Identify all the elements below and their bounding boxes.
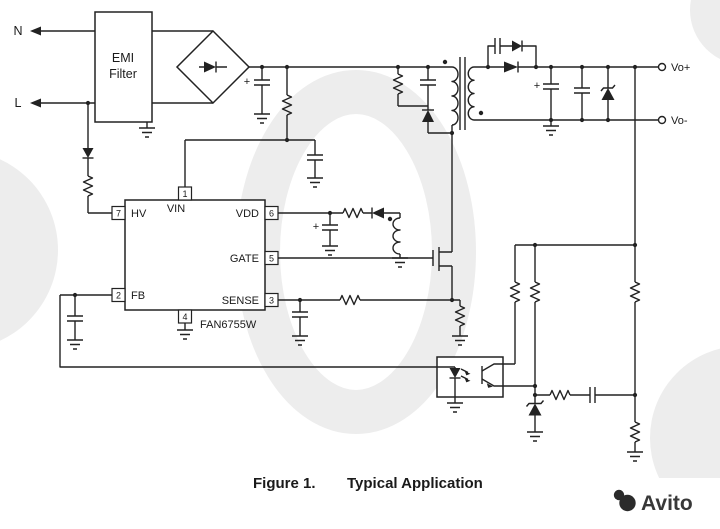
pin-4-number: 4 bbox=[182, 312, 187, 322]
vo-minus-terminal: Vo- bbox=[657, 115, 688, 127]
mosfet bbox=[432, 247, 452, 271]
shunt-ground-icon bbox=[526, 431, 544, 442]
opto-ground-icon bbox=[446, 402, 464, 413]
ac-input: N L bbox=[13, 24, 41, 110]
pin-5-number: 5 bbox=[269, 253, 274, 263]
vo-plus-terminal: Vo+ bbox=[657, 62, 690, 74]
vdd-resistor bbox=[342, 207, 364, 219]
circuit: N L EMI Filter + bbox=[13, 11, 690, 462]
aux-polarity-dot bbox=[387, 216, 393, 222]
ic-body bbox=[124, 199, 266, 311]
pin-1-number: 1 bbox=[182, 189, 187, 199]
vdd-cap-plus-mark: + bbox=[313, 221, 319, 233]
secondary-polarity-dot bbox=[478, 110, 484, 116]
primary-polarity-dot bbox=[442, 59, 448, 65]
junction-dots bbox=[72, 64, 638, 398]
figure-caption-label: Figure 1. bbox=[253, 475, 316, 492]
pin-3-box bbox=[264, 292, 279, 308]
emi-filter-box bbox=[94, 11, 153, 123]
pin-fb-label: FB bbox=[131, 290, 145, 302]
watermark-blob-top-right bbox=[690, 0, 720, 59]
vo-plus-node-icon bbox=[657, 62, 667, 72]
output-snubber bbox=[494, 37, 523, 55]
figure-caption-title: Typical Application bbox=[347, 475, 483, 492]
shunt-regulator bbox=[525, 400, 545, 442]
brand-watermark: Avito bbox=[598, 482, 720, 529]
wires bbox=[40, 30, 658, 452]
ic-ground-icon bbox=[176, 329, 194, 340]
output-diode bbox=[504, 61, 519, 73]
opto-led-icon bbox=[449, 368, 461, 378]
bridge-rectifier bbox=[175, 29, 251, 105]
emi-filter-label-1: EMI bbox=[112, 51, 134, 65]
pin-2-box bbox=[111, 287, 126, 303]
ic-fan6755w: 1 7 2 6 5 3 4 VIN HV FB VDD GATE SENSE F… bbox=[111, 186, 279, 340]
vin-cap-ground-icon bbox=[306, 177, 324, 188]
emi-filter-label-2: Filter bbox=[109, 67, 137, 81]
pin-sense-label: SENSE bbox=[222, 295, 259, 307]
divider-ground-icon bbox=[626, 451, 644, 462]
pin-5-box bbox=[264, 250, 279, 266]
secondary-winding bbox=[467, 66, 475, 121]
emi-ground-icon bbox=[138, 127, 156, 138]
emi-filter: EMI Filter bbox=[94, 11, 156, 138]
primary-winding bbox=[451, 66, 459, 126]
figure-caption: Figure 1. Typical Application bbox=[253, 475, 483, 492]
input-n-label: N bbox=[13, 24, 22, 38]
brand-logo-icon-2 bbox=[619, 494, 636, 512]
divider-upper-resistor bbox=[629, 281, 641, 303]
output-cap-plus-mark: + bbox=[534, 80, 540, 92]
pin-1-box bbox=[177, 186, 193, 201]
vo-plus-label: Vo+ bbox=[671, 62, 690, 74]
watermark-blob-left bbox=[0, 159, 58, 341]
transformer-core bbox=[459, 57, 466, 130]
pin-7-box bbox=[111, 205, 126, 221]
line-l-arrow-icon bbox=[30, 98, 41, 108]
pin-7-number: 7 bbox=[116, 208, 121, 218]
pin-3-number: 3 bbox=[269, 295, 274, 305]
fb-cap-ground-icon bbox=[66, 339, 84, 350]
vo-minus-node-icon bbox=[657, 115, 667, 125]
pin-2-number: 2 bbox=[116, 290, 121, 300]
sense-filter-resistor bbox=[339, 294, 361, 306]
bulk-cap-plus-mark: + bbox=[244, 76, 250, 88]
line-n-arrow-icon bbox=[30, 26, 41, 36]
aux-winding bbox=[387, 216, 409, 268]
input-l-label: L bbox=[15, 96, 22, 110]
opto-light-arrows-icon bbox=[460, 368, 469, 381]
bulk-capacitor: + bbox=[244, 76, 271, 124]
output-ground-icon bbox=[542, 125, 560, 136]
snubber-network bbox=[392, 73, 437, 122]
vdd-capacitor: + bbox=[313, 221, 339, 256]
opto-bias-resistor bbox=[509, 281, 521, 303]
bulk-cap-ground-icon bbox=[253, 113, 271, 124]
divider-lower-resistor bbox=[626, 421, 644, 462]
hv-diode bbox=[82, 148, 94, 159]
vdd-diode bbox=[371, 207, 384, 219]
pin-vdd-label: VDD bbox=[236, 208, 259, 220]
optocoupler bbox=[436, 356, 504, 413]
pin-gate-label: GATE bbox=[230, 253, 259, 265]
feedback-pullup-resistor bbox=[529, 281, 541, 303]
hv-resistor bbox=[82, 175, 94, 197]
pin-hv-label: HV bbox=[131, 208, 147, 220]
pin-vin-label: VIN bbox=[167, 203, 185, 215]
pin-6-number: 6 bbox=[269, 208, 274, 218]
pin-4-box bbox=[177, 309, 193, 324]
transformer bbox=[442, 57, 484, 130]
brand-name: Avito bbox=[641, 492, 693, 515]
brand-backdrop bbox=[598, 482, 720, 529]
vo-minus-label: Vo- bbox=[671, 115, 688, 127]
output-zener bbox=[600, 84, 616, 100]
pin-6-box bbox=[264, 205, 279, 221]
output-cap-electrolytic: + bbox=[534, 80, 560, 136]
ic-part-number: FAN6755W bbox=[200, 319, 257, 331]
output-cap-ceramic bbox=[573, 87, 591, 94]
vdd-cap-ground-icon bbox=[321, 245, 339, 256]
optocoupler-box bbox=[436, 356, 504, 398]
aux-ground-icon bbox=[391, 257, 409, 268]
